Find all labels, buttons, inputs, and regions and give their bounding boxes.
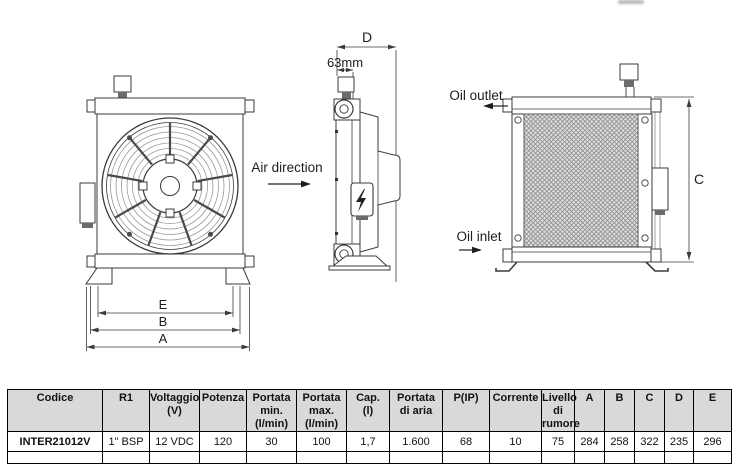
front-left-foot (85, 267, 113, 285)
annotation-arrows (268, 102, 508, 254)
header-cell-10: Livello di rumore (541, 389, 580, 432)
fan-guard (101, 117, 239, 255)
dim-e-label: E (159, 297, 168, 312)
rear-left-plate (511, 113, 525, 248)
rear-view (495, 63, 694, 272)
dim-63mm-label: 63mm (327, 55, 363, 70)
rear-cooling-matrix (523, 113, 639, 248)
table-cell: 10 (489, 431, 542, 452)
table-cell: 68 (442, 431, 490, 452)
header-cell-15: E (693, 389, 732, 432)
scan-artifact-smudge (618, 0, 644, 4)
side-fan-shroud (359, 111, 401, 253)
front-breather-fitting (113, 75, 132, 93)
rear-feet (495, 261, 669, 272)
side-view (328, 44, 401, 282)
rear-electrical-box (651, 167, 669, 211)
header-cell-1: R1 (102, 389, 150, 432)
dim-a-label: A (159, 331, 168, 346)
rear-dimension-lines (654, 96, 694, 263)
table-cell: 1.600 (389, 431, 443, 452)
table-cell: 235 (664, 431, 694, 452)
table-cell: 120 (199, 431, 247, 452)
table-cell: INTER21012V (7, 431, 103, 452)
header-cell-14: D (664, 389, 694, 432)
table-cell: 258 (604, 431, 635, 452)
rear-breather-fitting (619, 63, 639, 81)
header-cell-13: C (634, 389, 665, 432)
table-cell: 30 (246, 431, 297, 452)
header-cell-5: Portata max. (l/min) (296, 389, 347, 432)
header-cell-2: Voltaggio (V) (149, 389, 200, 432)
front-electrical-box (79, 182, 96, 224)
table-cell: 12 VDC (149, 431, 200, 452)
rear-bottom-tank (511, 246, 652, 263)
header-cell-0: Codice (7, 389, 103, 432)
header-cell-12: B (604, 389, 635, 432)
header-cell-3: Potenza (199, 389, 247, 432)
header-cell-11: A (574, 389, 605, 432)
lightning-bolt-icon (356, 189, 366, 212)
table-cell: 284 (574, 431, 605, 452)
header-cell-7: Portata di aria (389, 389, 443, 432)
front-top-tank (94, 97, 246, 115)
dim-b-label: B (159, 314, 168, 329)
front-bottom-tank (94, 253, 246, 269)
side-breather-fitting (337, 76, 355, 93)
header-cell-8: P(IP) (442, 389, 490, 432)
table-cell: 75 (541, 431, 575, 452)
technical-drawing: Air direction Oil outlet Oil inlet D 63m… (79, 29, 704, 351)
table-cell: 322 (634, 431, 665, 452)
dim-c-label: C (694, 171, 704, 187)
table-cell: 1,7 (346, 431, 390, 452)
oil-inlet-label: Oil inlet (456, 229, 501, 244)
front-dimension-lines (86, 286, 250, 351)
fan-spokes (107, 123, 233, 246)
header-cell-9: Corrente (489, 389, 542, 432)
oil-outlet-label: Oil outlet (449, 88, 503, 103)
header-cell-6: Cap. (l) (346, 389, 390, 432)
table-cell: 100 (296, 431, 347, 452)
front-view (79, 75, 255, 351)
table-cell: 296 (693, 431, 732, 452)
table-cell: 1" BSP (102, 431, 150, 452)
rear-top-tank (511, 96, 652, 115)
front-right-foot (225, 267, 251, 285)
dim-d-label: D (362, 29, 372, 45)
side-core (335, 98, 361, 266)
air-direction-label: Air direction (251, 160, 322, 175)
header-cell-4: Portata min. (l/min) (246, 389, 297, 432)
